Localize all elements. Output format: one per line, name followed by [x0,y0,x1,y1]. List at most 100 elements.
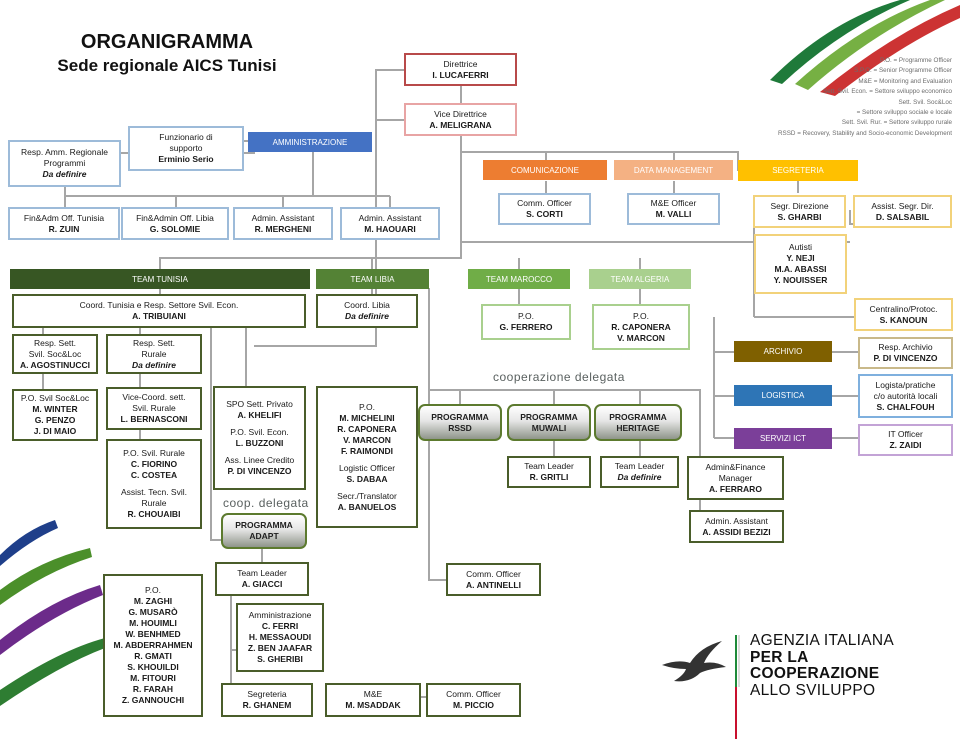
role: P.O. [359,401,375,412]
title-line2: Sede regionale AICS Tunisi [57,56,277,75]
role: Admin. Assistant [358,212,422,223]
legend-item: Sett. Svil. Rur. = Settore sviluppo rura… [841,119,952,127]
role: Team Leader [237,568,287,578]
name: R. FARAH [132,684,174,694]
decorative-stripes [0,0,960,706]
name: S. GHARBI [777,211,822,222]
name: G. FERRERO [499,322,553,332]
role: Logistic Officer [338,462,396,473]
cooperazione-delegata-label: cooperazione delegata [493,370,625,384]
team-algeria-header: TEAM ALGERIA [589,269,691,289]
resp-sett-soc-box: Resp. Sett. Svil. Soc&Loc A. AGOSTINUCCI [12,334,98,374]
name: M. HAOUARI [364,223,416,234]
name: A. ASSIDI BEZIZI [702,526,771,537]
role: Resp. Archivio [878,342,933,352]
segreteria-adapt-box: Segreteria R. GHANEM [221,683,313,717]
name: P. DI VINCENZO [873,353,938,363]
programma-muwali: PROGRAMMA MUWALI [507,404,591,441]
logistica-pratiche-box: Logista/pratiche c/o autorità locali S. … [858,374,953,418]
role: Svil. Soc&Loc [28,348,82,359]
name: M. ZAGHI [133,596,173,606]
role: Ass. Linee Credito [224,455,295,465]
legend-item: Sett. Svil. Soc&Loc [898,98,952,106]
page-title: ORGANIGRAMMA Sede regionale AICS Tunisi [22,30,312,78]
role: Programmi [43,158,86,168]
aics-logo: AGENZIA ITALIANA PER LA COOPERAZIONE ALL… [660,632,905,739]
logo-text: AGENZIA ITALIANA PER LA COOPERAZIONE ALL… [750,632,905,699]
po-svil-soc-box: P.O. Svil Soc&Loc M. WINTER G. PENZO J. … [12,389,98,441]
logo-line1: AGENZIA ITALIANA [750,632,895,649]
role: Secr./Translator [337,490,397,501]
role: M&E [363,689,383,699]
role: Svil. Rurale [132,403,176,413]
name: S. GHERIBI [257,654,303,664]
vice-coord-rurale-box: Vice-Coord. sett. Svil. Rurale L. BERNAS… [106,387,202,430]
name: R. GRITLI [529,472,569,482]
role: Team Leader [524,461,574,471]
name: C. COSTEA [130,470,178,480]
team-leader-heritage-box: Team Leader Da definire [600,456,679,488]
servizi-ict-header: SERVIZI ICT [734,428,832,449]
name: D. SALSABIL [875,211,930,222]
legend-item: RSSD = Recovery, Stability and Socio-eco… [777,129,952,137]
me-adapt-box: M&E M. MSADDAK [325,683,421,717]
name: S. CORTI [526,209,563,219]
name: Y. NEJI [786,253,815,263]
resp-archivio-box: Resp. Archivio P. DI VINCENZO [858,337,953,369]
role: Rurale [141,348,167,359]
name: I. LUCAFERRI [432,69,489,80]
role: P.O. Svil. Econ. [230,427,289,437]
name: W. BENHMED [125,629,181,639]
dove-icon [662,641,726,682]
name: L. BERNASCONI [120,414,188,424]
role: Resp. Sett. [33,337,77,348]
name: C. FERRI [261,621,299,631]
role: Direttrice [443,58,478,69]
program-label: PROGRAMMA [235,520,293,530]
name: R. GHANEM [242,700,292,710]
role: Team Leader [614,461,665,471]
name: M. PICCIO [452,700,495,710]
role: Segreteria [247,689,287,699]
role: Vice Direttrice [434,108,487,119]
name: G. MUSARÒ [128,607,178,617]
name: F. RAIMONDI [341,445,393,456]
name: A. KHELIFI [237,410,282,420]
name: Da definire [617,472,662,482]
name: R. CAPONERA [611,321,671,332]
program-name: HERITAGE [616,422,660,433]
name: Z. GANNOUCHI [121,695,185,705]
name: M. WINTER [32,404,78,414]
programma-heritage: PROGRAMMA HERITAGE [594,404,682,441]
team-tunisia-header: TEAM TUNISIA [10,269,310,289]
resp-amm-box: Resp. Amm. Regionale Programmi Da defini… [8,140,121,187]
centralino-box: Centralino/Protoc. S. KANOUN [854,298,953,331]
name: M. MSADDAK [345,700,401,710]
name: G. SOLOMIE [149,223,201,234]
segreteria-header: SEGRETERIA [738,160,858,181]
comm-officer-box: Comm. Officer A. ANTINELLI [446,563,541,596]
team-marocco-header: TEAM MAROCCO [468,269,570,289]
name: A. ANTINELLI [466,579,521,590]
name: A. FERRARO [709,483,762,494]
me-officer-box: M&E Officer M. VALLI [627,193,720,225]
segr-direzione-box: Segr. Direzione S. GHARBI [753,195,846,228]
funzionario-box: Funzionario di supporto Erminio Serio [128,126,244,171]
role: Autisti [788,242,813,252]
name: S. CHALFOUH [876,401,935,412]
admin-assistant-box: Admin. Assistant R. MERGHENI [233,207,333,240]
logistica-header: LOGISTICA [734,385,832,406]
autisti-box: Autisti Y. NEJI M.A. ABASSI Y. NOUISSER [754,234,847,294]
title-line1: ORGANIGRAMMA [80,31,254,53]
admin-assistant-box: Admin. Assistant M. HAOUARI [340,207,440,240]
role: Resp. Sett. [132,337,176,348]
role: Logista/pratiche [875,379,936,390]
name: M. ABDERRAHMEN [113,640,193,650]
role: Resp. Amm. Regionale [21,147,108,157]
amministrazione-header: AMMINISTRAZIONE [248,132,372,152]
role: Funzionario di [159,132,213,142]
fin-tunisia-box: Fin&Adm Off. Tunisia R. ZUIN [8,207,120,240]
name: C. FIORINO [130,459,178,469]
coord-libia-box: Coord. Libia Da definire [316,294,418,328]
role: M&E Officer [650,198,697,208]
